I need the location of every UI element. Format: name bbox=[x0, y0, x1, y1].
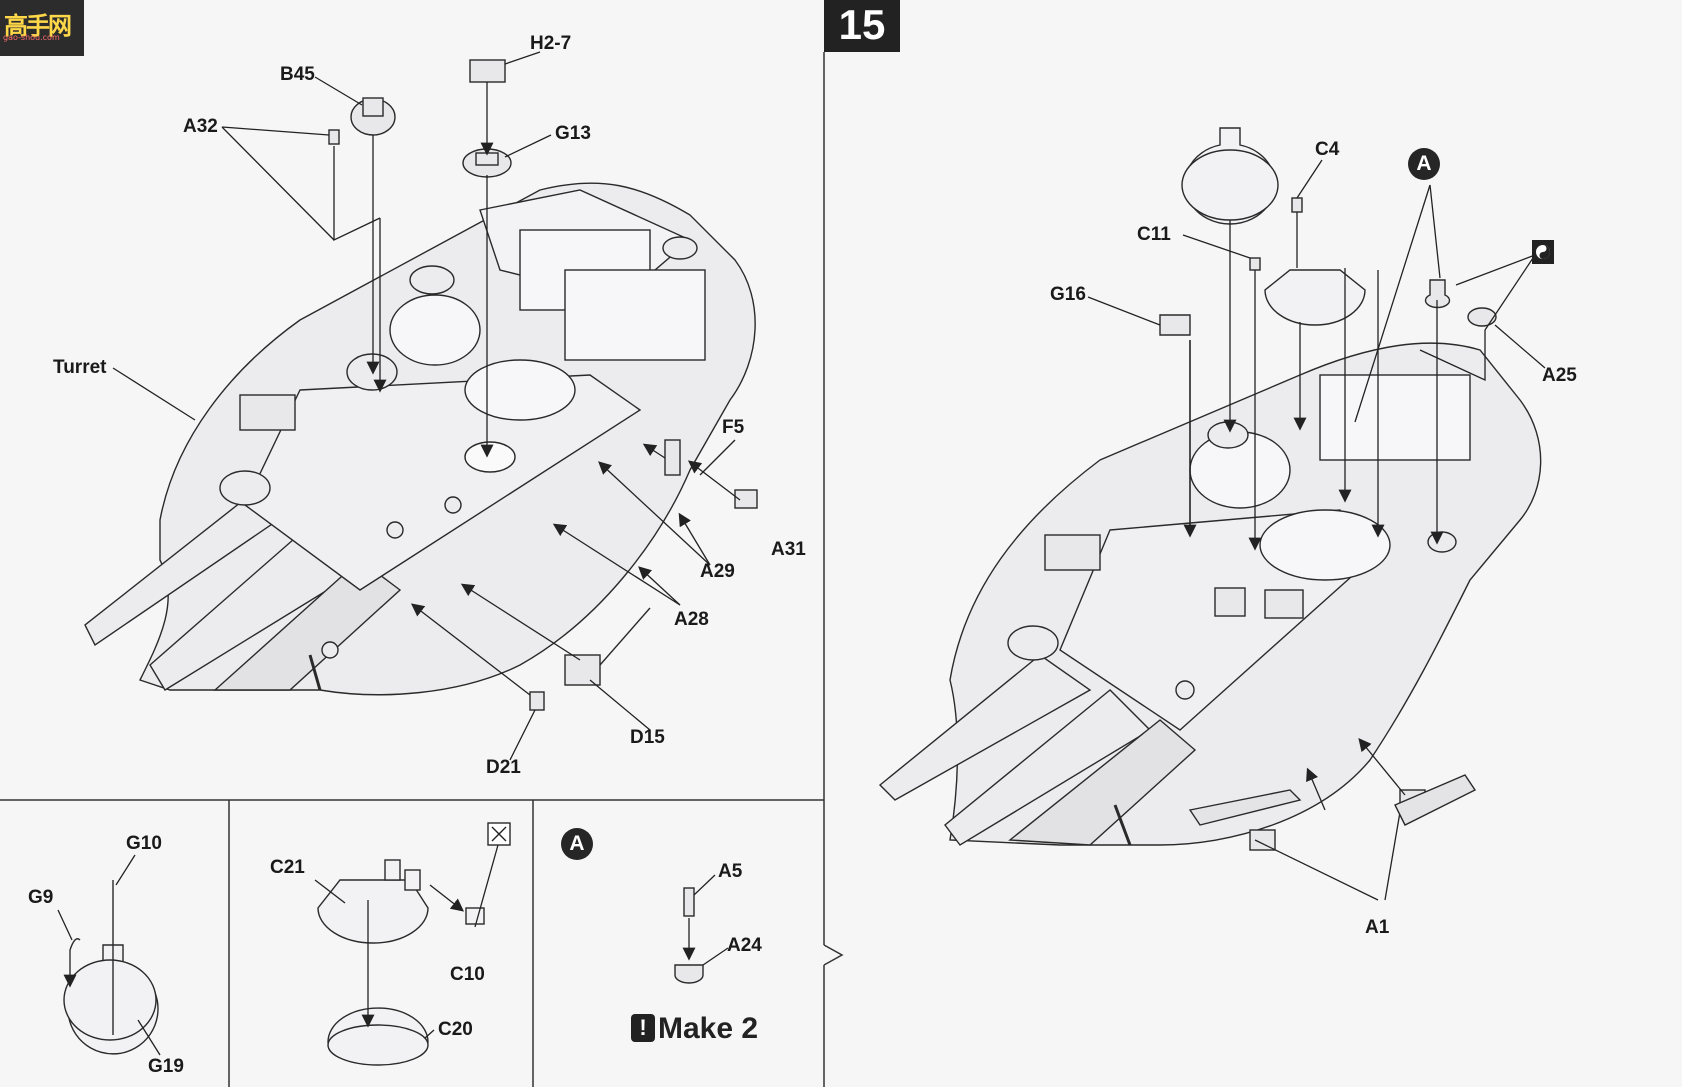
track-links bbox=[1188, 774, 1477, 826]
logo-text: 高手网 bbox=[4, 12, 72, 40]
label-a28: A28 bbox=[674, 609, 709, 630]
left-leader-lines bbox=[112, 51, 741, 761]
label-c11: C11 bbox=[1137, 224, 1171, 245]
label-f5: F5 bbox=[722, 417, 745, 438]
label-d15: D15 bbox=[630, 727, 665, 748]
label-h2-7: H2-7 bbox=[530, 33, 572, 54]
right-parts bbox=[1159, 127, 1497, 851]
sub-mid-leaders bbox=[314, 844, 499, 1039]
sub-left-leaders bbox=[57, 854, 161, 1056]
callout-a-marker: A bbox=[1408, 148, 1440, 180]
step-number-badge: 15 bbox=[824, 0, 900, 52]
left-parts bbox=[328, 59, 758, 711]
label-a31: A31 bbox=[771, 539, 806, 560]
label-c20: C20 bbox=[438, 1019, 473, 1040]
label-a29: A29 bbox=[700, 561, 735, 582]
left-turret-drawing bbox=[84, 182, 756, 696]
sub-right-leaders bbox=[682, 874, 729, 966]
label-a24: A24 bbox=[727, 935, 762, 956]
sub-callout-a-marker: A bbox=[561, 828, 593, 860]
label-c10: C10 bbox=[450, 964, 485, 985]
label-a1: A1 bbox=[1365, 917, 1390, 938]
make-quantity-note: !Make 2 bbox=[631, 1012, 758, 1046]
cement-icon bbox=[1532, 240, 1554, 264]
warning-icon: ! bbox=[631, 1014, 655, 1042]
label-c4: C4 bbox=[1315, 139, 1340, 160]
label-g13: G13 bbox=[555, 123, 591, 144]
sub-left-drawing bbox=[63, 880, 159, 1055]
label-a5: A5 bbox=[718, 861, 743, 882]
right-leader-lines bbox=[1087, 159, 1546, 901]
label-b45: B45 bbox=[280, 64, 315, 85]
label-g19: G19 bbox=[148, 1056, 184, 1077]
sub-right-drawing bbox=[674, 887, 704, 984]
sub-mid-drawing bbox=[317, 822, 511, 1066]
label-c21: C21 bbox=[270, 857, 305, 878]
panel-dividers bbox=[0, 52, 844, 1087]
label-g16: G16 bbox=[1050, 284, 1086, 305]
label-g10: G10 bbox=[126, 833, 162, 854]
make-label: Make 2 bbox=[658, 1012, 759, 1045]
site-logo: 高手网 gao-shou.com bbox=[0, 0, 84, 56]
logo-url: gao-shou.com bbox=[3, 33, 60, 42]
label-d21: D21 bbox=[486, 757, 521, 778]
label-a25: A25 bbox=[1542, 365, 1577, 386]
label-a32: A32 bbox=[183, 116, 218, 137]
label-g9: G9 bbox=[28, 887, 54, 908]
right-turret-drawing bbox=[878, 342, 1542, 846]
label-turret: Turret bbox=[53, 357, 107, 378]
